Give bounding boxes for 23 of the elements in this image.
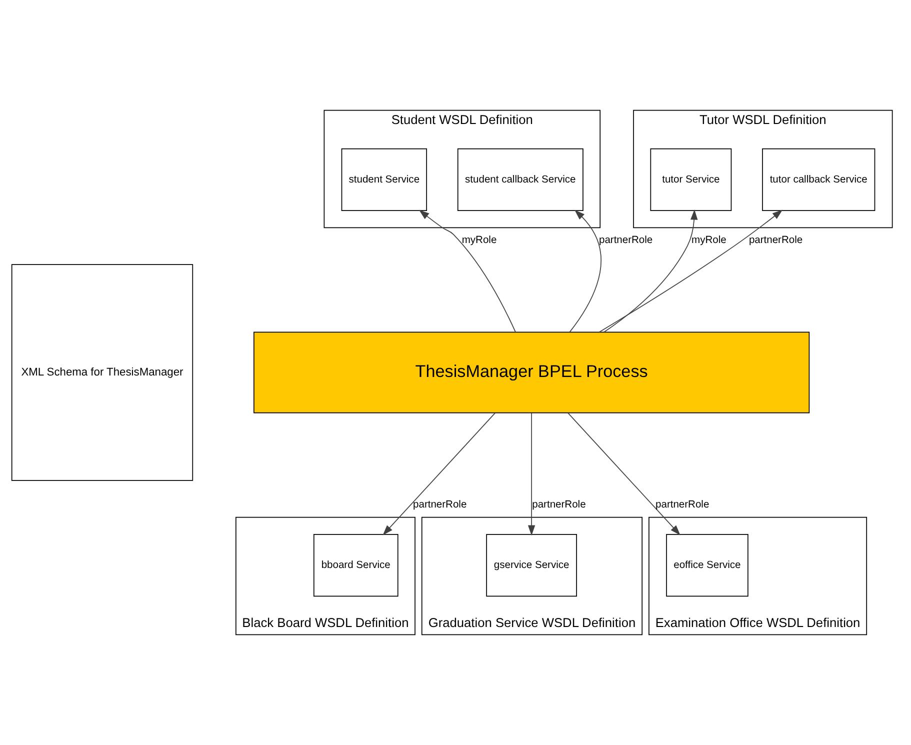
arrow bbox=[569, 210, 602, 332]
edge-label: myRole bbox=[462, 234, 497, 246]
arrow bbox=[604, 209, 698, 333]
node-box: eoffice Service bbox=[666, 534, 748, 597]
edge-label: partnerRole bbox=[598, 234, 653, 246]
arrow bbox=[528, 412, 536, 536]
arrow bbox=[418, 210, 516, 333]
node-box: bboard Service bbox=[313, 534, 398, 597]
node-box: XML Schema for ThesisManager bbox=[11, 264, 194, 481]
arrow bbox=[568, 412, 680, 536]
edge-label: partnerRole bbox=[748, 234, 803, 246]
node-box: gservice Service bbox=[486, 534, 577, 597]
arrow bbox=[382, 412, 496, 536]
node-box: tutor callback Service bbox=[762, 148, 876, 211]
node-box: ThesisManager BPEL Process bbox=[253, 332, 810, 414]
node-box: student callback Service bbox=[457, 148, 584, 211]
node-box: tutor Service bbox=[650, 148, 732, 211]
edge-label: partnerRole bbox=[413, 500, 467, 511]
edge-label: partnerRole bbox=[656, 500, 710, 511]
edge-label: partnerRole bbox=[532, 500, 586, 511]
node-box: student Service bbox=[341, 148, 427, 211]
arrow bbox=[598, 210, 783, 333]
edge-label: myRole bbox=[692, 234, 726, 246]
